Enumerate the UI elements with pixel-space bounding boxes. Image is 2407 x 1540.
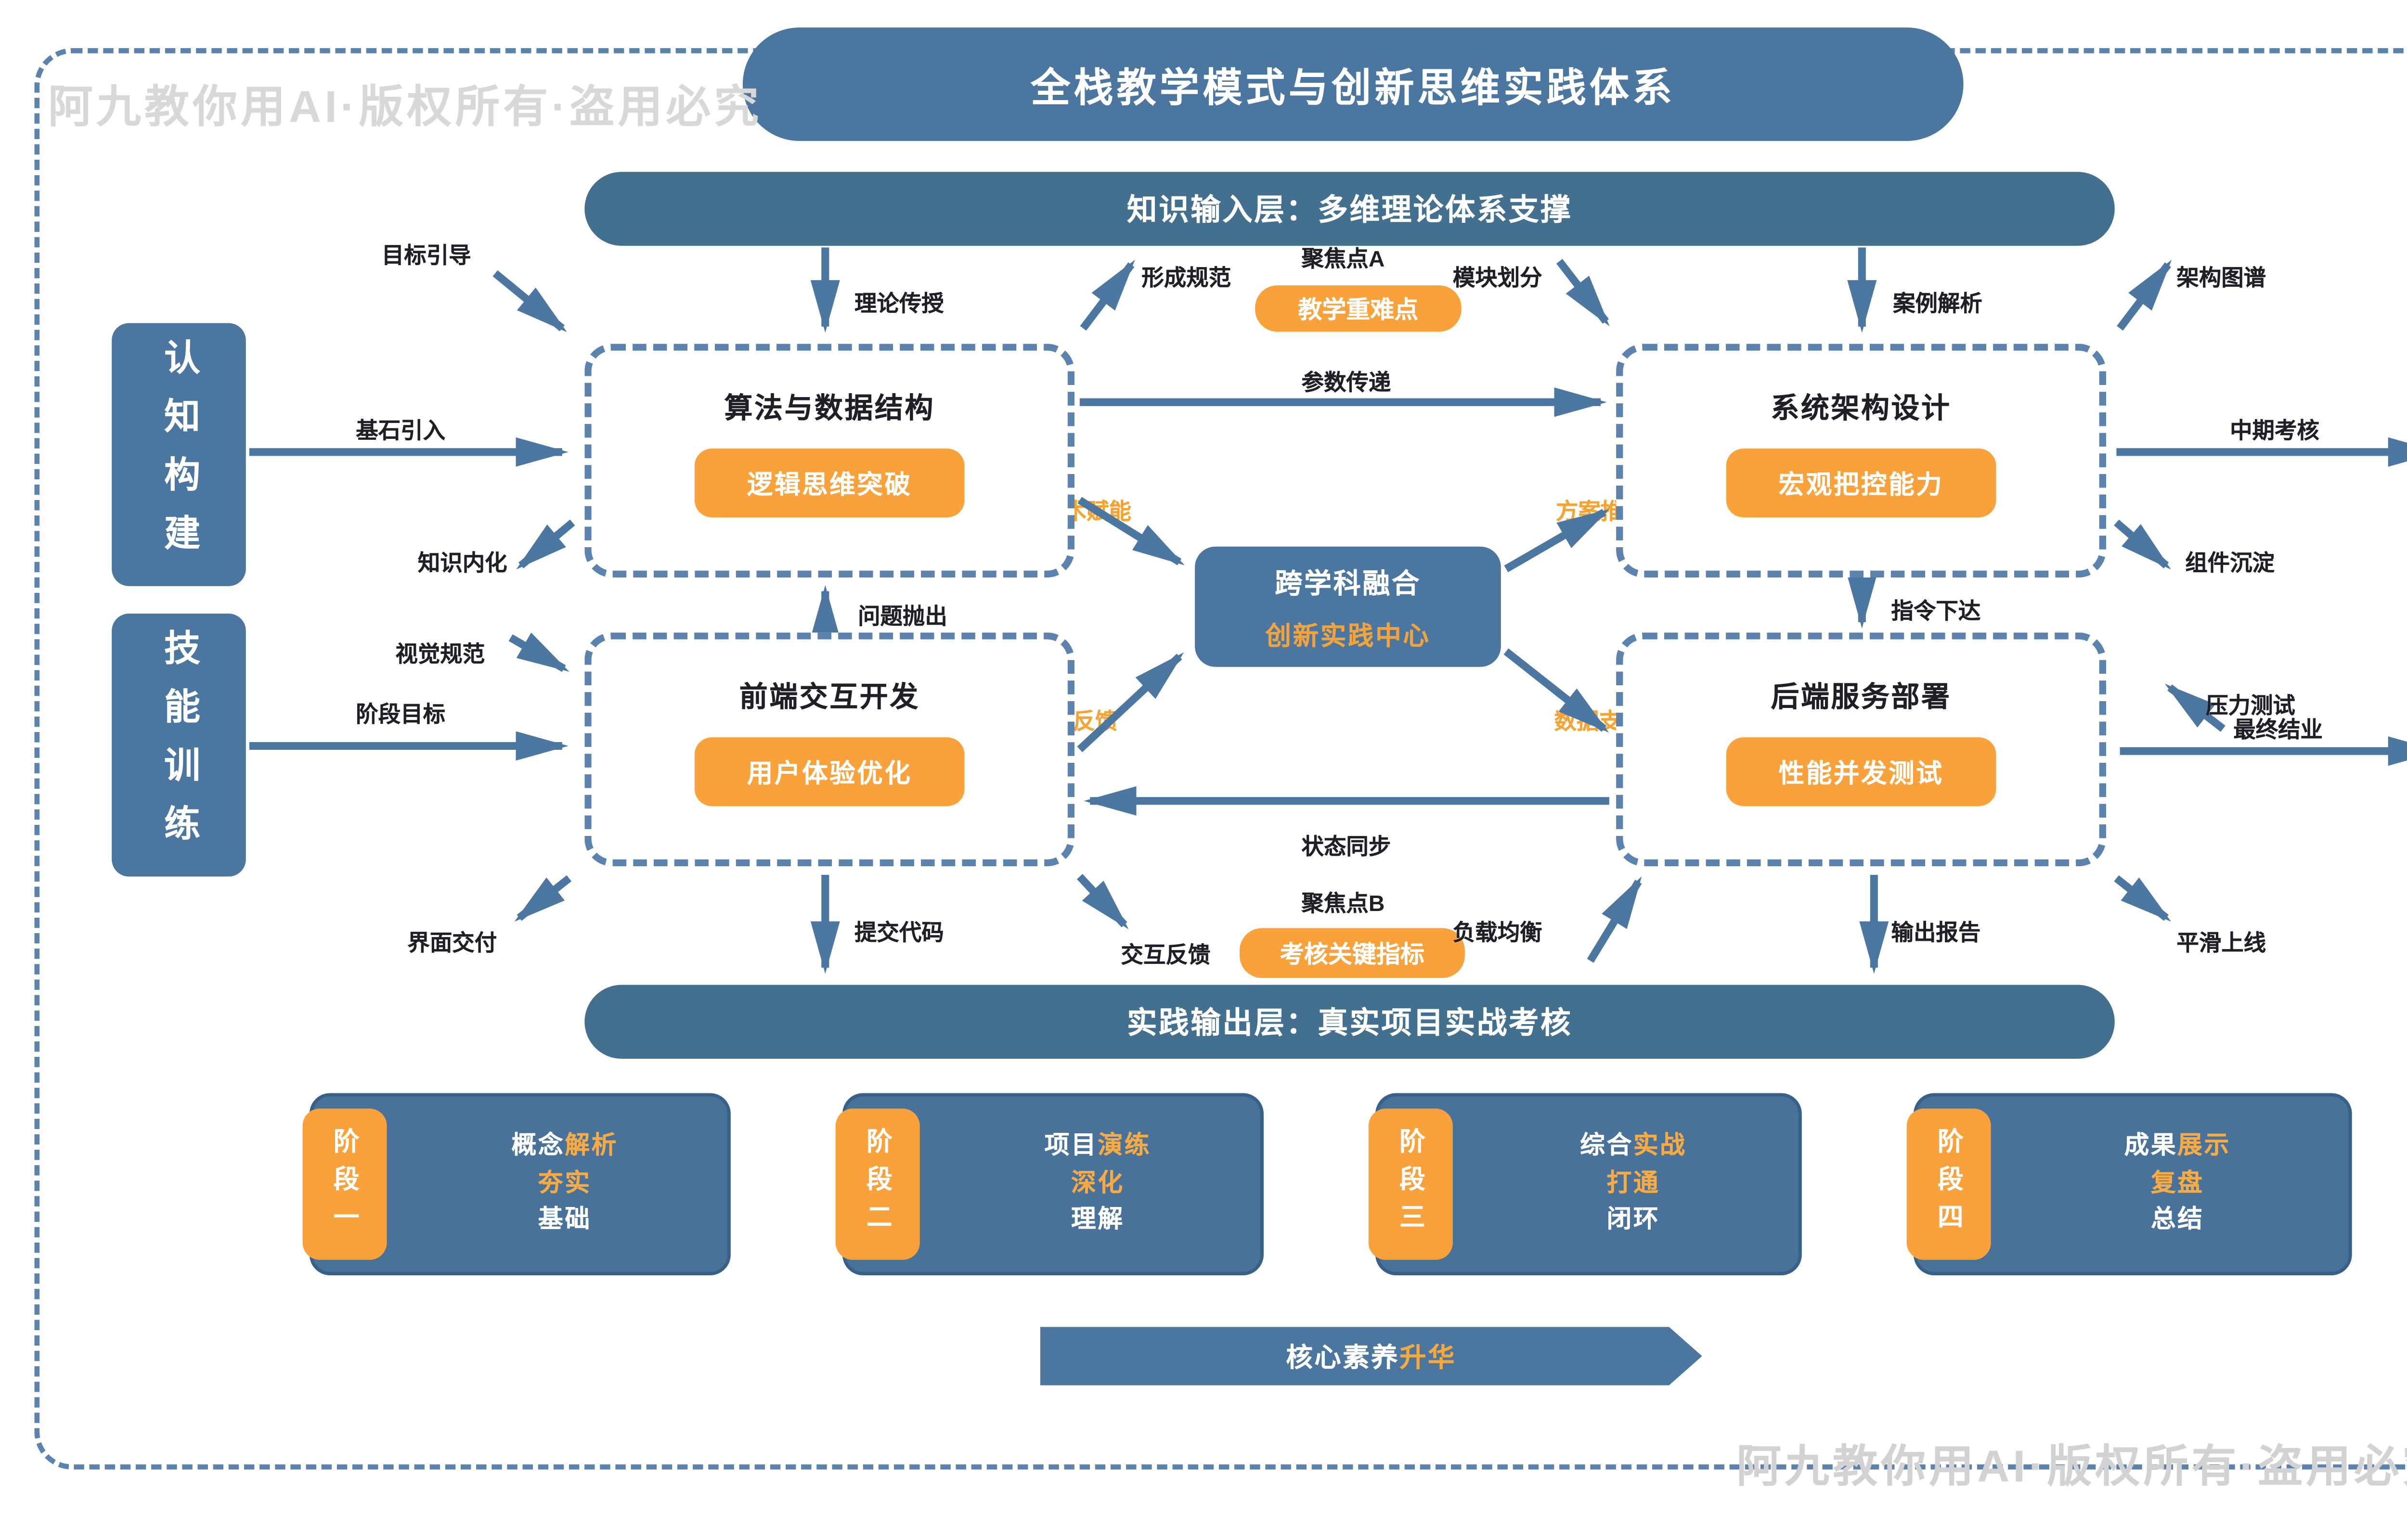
edge-label-component-settle: 组件沉淀 [2185, 550, 2275, 576]
input-layer-label: 知识输入层：多维理论体系支撑 [1127, 192, 1573, 227]
module-backend-badge: 性能并发测试 [1726, 737, 1996, 806]
module-backend-title: 后端服务部署 [1771, 682, 1952, 714]
edge-label-case-analysis: 案例解析 [1893, 290, 1982, 317]
edge-label-knowledge-internalize: 知识内化 [417, 550, 507, 576]
edge-label-focus-b: 聚焦点B [1301, 890, 1385, 916]
edge-label-theory-teaching: 理论传授 [854, 290, 944, 317]
stage-3-line2: 打通 [1606, 1170, 1660, 1198]
edge-label-command-issue: 指令下达 [1891, 598, 1981, 624]
watermark-top-left: 阿九教你用AI·版权所有·盗用必究 [48, 80, 763, 132]
stage-1-line3: 基础 [538, 1207, 592, 1235]
module-algorithms-badge: 逻辑思维突破 [694, 449, 965, 517]
knowledge-input-layer-bar: 知识输入层：多维理论体系支撑 [584, 172, 2115, 246]
edge-label-question-raise: 问题抛出 [858, 603, 947, 629]
focus-a-pill-label: 教学重难点 [1298, 295, 1419, 322]
stage-3-line1: 综合实战 [1580, 1133, 1687, 1161]
stage-4-tab-label: 阶段四 [1934, 1127, 1964, 1241]
stage-box-3: 阶段三 综合实战 打通 闭环 [1368, 1093, 1802, 1275]
diagram-title-pill: 全栈教学模式与创新思维实践体系 [742, 27, 1964, 141]
edge-label-goal-guidance: 目标引导 [381, 242, 471, 269]
focus-a-pill: 教学重难点 [1255, 285, 1462, 332]
stage-4-line2: 复盘 [2150, 1170, 2204, 1198]
edge-label-stress-test: 压力测试 [2206, 693, 2295, 719]
stage-box-4: 阶段四 成果展示 复盘 总结 [1906, 1093, 2352, 1275]
edge-label-commit-code: 提交代码 [854, 919, 944, 946]
stage-1-tab: 阶段一 [302, 1108, 387, 1260]
edge-label-state-sync: 状态同步 [1301, 834, 1391, 860]
output-layer-label: 实践输出层：真实项目实战考核 [1127, 1005, 1573, 1040]
edge-label-output-report: 输出报告 [1891, 919, 1981, 946]
edge-label-form-norms: 形成规范 [1141, 264, 1231, 291]
edge-label-interaction-feedback: 交互反馈 [1121, 942, 1211, 968]
edge-label-smooth-launch: 平滑上线 [2176, 930, 2266, 956]
edge-label-module-split: 模块划分 [1452, 264, 1542, 291]
stage-1-tab-label: 阶段一 [330, 1127, 360, 1241]
edge-label-architecture-map: 架构图谱 [2176, 264, 2266, 291]
module-backend: 后端服务部署 性能并发测试 [1616, 632, 2106, 866]
stage-4-line1: 成果展示 [2124, 1133, 2231, 1161]
node-skill-training: 技能训练 [112, 613, 246, 877]
focus-b-pill: 考核关键指标 [1239, 928, 1465, 978]
node-cognition: 认知构建 [112, 323, 246, 586]
core-competency-arrow: 核心素养升华 [1040, 1327, 1702, 1386]
diagram-title: 全栈教学模式与创新思维实践体系 [1031, 65, 1676, 110]
stage-3-tab: 阶段三 [1368, 1108, 1453, 1260]
hub-interdisciplinary: 跨学科融合 创新实践中心 [1195, 546, 1501, 667]
stage-2-tab: 阶段二 [835, 1108, 920, 1260]
stage-1-line1: 概念解析 [511, 1133, 618, 1161]
stage-4-line3: 总结 [2150, 1207, 2204, 1235]
edge-label-stage-goal: 阶段目标 [356, 701, 446, 727]
arrow-lines [249, 247, 2407, 974]
stage-box-2: 阶段二 项目演练 深化 理解 [835, 1093, 1264, 1275]
edge-label-focus-a: 聚焦点A [1301, 245, 1385, 272]
module-frontend-badge: 用户体验优化 [694, 737, 965, 806]
module-frontend: 前端交互开发 用户体验优化 [584, 632, 1075, 866]
watermark-bottom-right: 阿九教你用AI·版权所有·盗用必究 [1736, 1440, 2407, 1492]
module-architecture-title: 系统架构设计 [1771, 393, 1952, 425]
core-arrow-text-white: 核心素养 [1286, 1344, 1400, 1373]
stage-2-line2: 深化 [1071, 1170, 1125, 1198]
edge-label-final-graduation: 最终结业 [2233, 717, 2323, 743]
stage-2-line3: 理解 [1071, 1207, 1125, 1235]
node-cognition-label: 认知构建 [160, 337, 200, 572]
stage-box-1: 阶段一 概念解析 夯实 基础 [302, 1093, 731, 1275]
edge-label-ui-delivery: 界面交付 [407, 930, 497, 956]
stage-1-line2: 夯实 [538, 1170, 592, 1198]
hub-line1: 跨学科融合 [1275, 570, 1421, 600]
node-skill-label: 技能训练 [160, 628, 200, 862]
edge-label-load-balance: 负载均衡 [1452, 919, 1542, 946]
edge-label-parameter-passing: 参数传递 [1301, 369, 1391, 396]
edge-label-midterm-assessment: 中期考核 [2230, 417, 2319, 444]
module-algorithms-title: 算法与数据结构 [724, 393, 935, 425]
module-algorithms: 算法与数据结构 逻辑思维突破 [584, 344, 1075, 578]
stage-3-tab-label: 阶段三 [1396, 1127, 1425, 1241]
stage-2-line1: 项目演练 [1044, 1133, 1152, 1161]
practice-output-layer-bar: 实践输出层：真实项目实战考核 [584, 985, 2115, 1059]
stage-3-line3: 闭环 [1606, 1207, 1660, 1235]
focus-b-pill-label: 考核关键指标 [1280, 939, 1424, 967]
hub-line2: 创新实践中心 [1265, 622, 1431, 652]
stage-4-tab: 阶段四 [1906, 1108, 1991, 1260]
core-arrow-text-orange: 升华 [1399, 1344, 1457, 1373]
stage-2-tab-label: 阶段二 [863, 1127, 893, 1241]
module-architecture-badge: 宏观把控能力 [1726, 449, 1996, 517]
edge-label-visual-norms: 视觉规范 [395, 641, 485, 667]
module-frontend-title: 前端交互开发 [739, 682, 920, 714]
edge-label-foundation-intro: 基石引入 [356, 417, 446, 444]
module-architecture: 系统架构设计 宏观把控能力 [1616, 344, 2106, 578]
